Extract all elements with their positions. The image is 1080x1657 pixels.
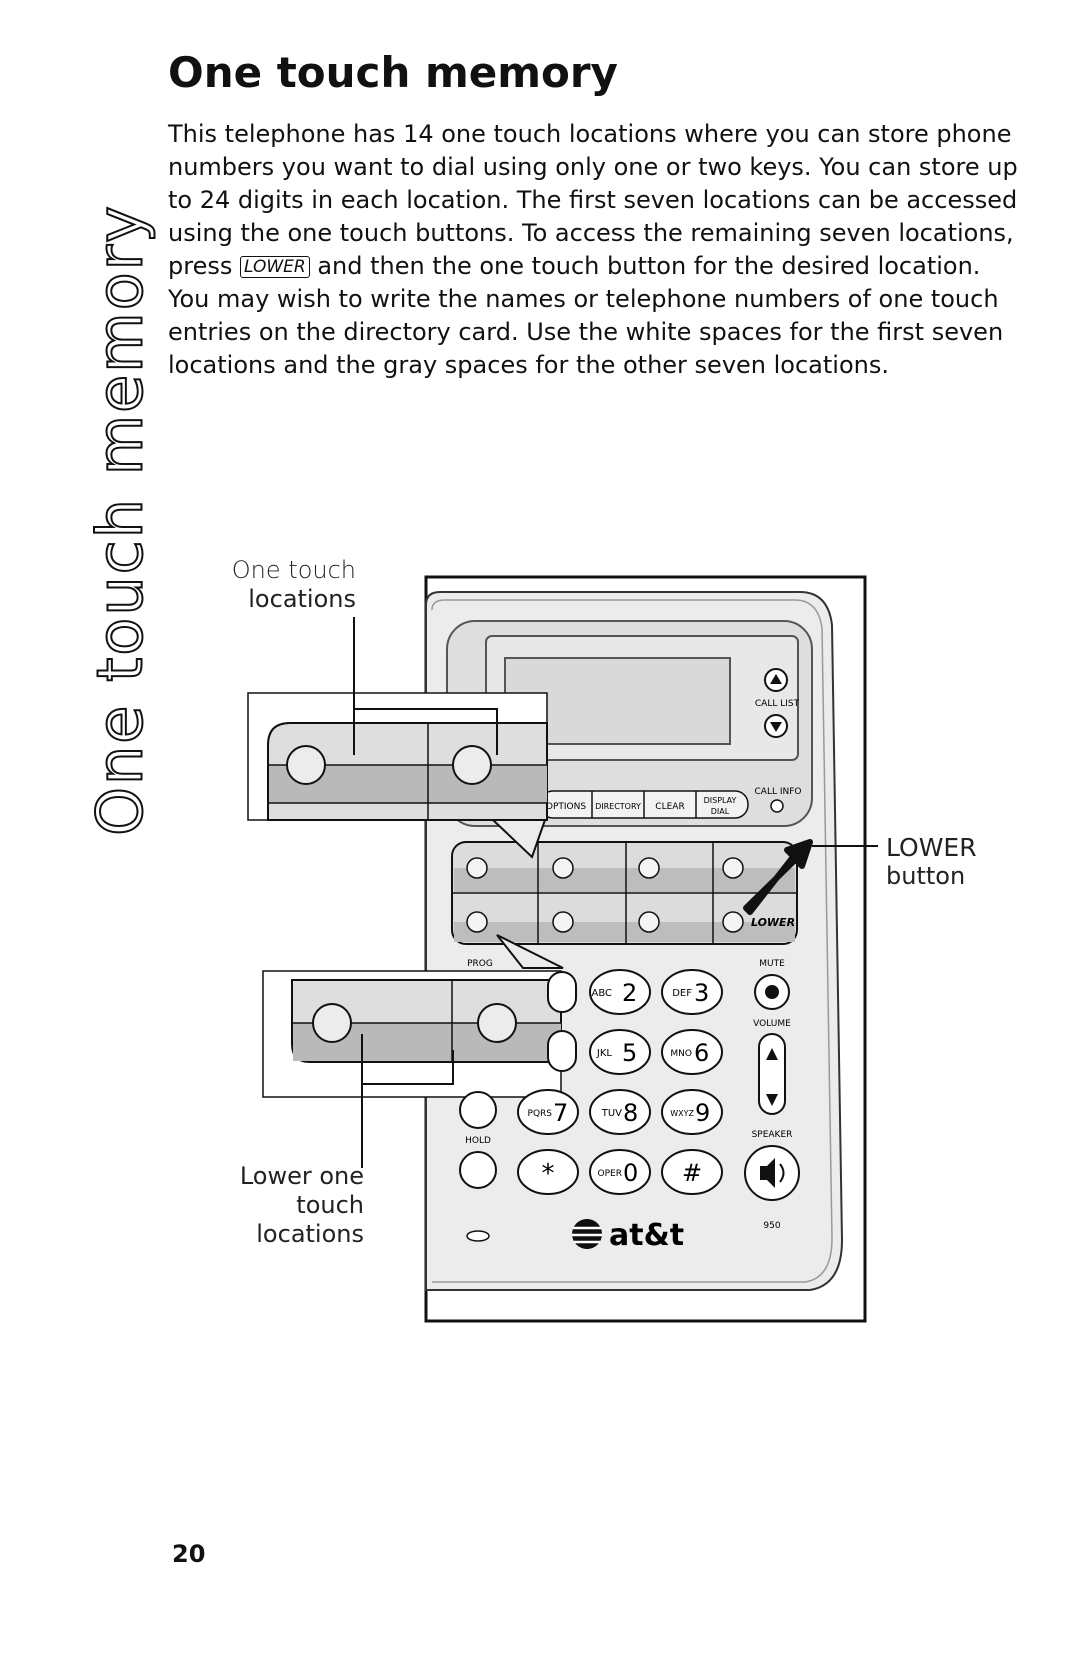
page-title: One touch memory: [168, 48, 618, 97]
speaker-label: SPEAKER: [752, 1130, 793, 1140]
dial-key-star[interactable]: [517, 1149, 579, 1195]
one-touch-callout-line2: locations: [248, 585, 356, 613]
in-use-indicator: [466, 1230, 490, 1242]
dial-key-letters: PQRS: [528, 1109, 553, 1119]
dial-key-3[interactable]: [661, 969, 723, 1015]
one-touch-gray-strip-lower: [454, 922, 795, 942]
lower-pointer-arrow-icon: [743, 839, 813, 915]
clear-button[interactable]: CLEAR: [655, 802, 684, 812]
dial-key-digit: 9: [695, 1099, 710, 1127]
dial-key-6[interactable]: [661, 1029, 723, 1075]
speaker-icon: [760, 1158, 785, 1188]
lower-one-touch-bracket: [361, 1034, 454, 1085]
dial-key-digit: 8: [623, 1099, 638, 1127]
one-touch-button[interactable]: [552, 911, 574, 933]
lower-key-inline: LOWER: [240, 256, 310, 278]
dial-key-letters: TUV: [601, 1108, 622, 1119]
magnified-lower-one-touch-button: [312, 1003, 352, 1043]
mute-icon: [765, 985, 779, 999]
phone-body-bevel: [431, 599, 833, 1283]
one-touch-button[interactable]: [552, 857, 574, 879]
paragraph-1-after: and then the one touch button for the de…: [317, 252, 981, 280]
dial-key-1-partial[interactable]: [547, 971, 577, 1013]
hold-button[interactable]: [459, 1151, 497, 1189]
volume-label: VOLUME: [753, 1019, 791, 1029]
hold-label: HOLD: [465, 1136, 491, 1146]
dial-key-letters: WXYZ: [670, 1109, 694, 1118]
dial-key-digit: 2: [622, 979, 637, 1007]
one-touch-callout-line1: One touch: [232, 556, 356, 584]
lower-one-touch-callout-line2: touch: [296, 1191, 364, 1219]
call-info-label: CALL INFO: [755, 787, 802, 797]
display-dial-button-line2: DIAL: [711, 807, 730, 816]
lower-callout-line2: button: [886, 862, 965, 890]
call-list-label: CALL LIST: [755, 699, 800, 709]
dial-key-digit: 0: [623, 1159, 638, 1187]
one-touch-bracket: [353, 708, 498, 755]
paragraph-2: You may wish to write the names or telep…: [168, 285, 1004, 379]
volume-up-icon: [766, 1048, 778, 1060]
volume-rocker[interactable]: [758, 1033, 786, 1115]
options-button[interactable]: OPTIONS: [546, 802, 586, 812]
page-number: 20: [172, 1540, 206, 1568]
down-arrow-icon: [770, 722, 782, 732]
lower-one-touch-callout-line3: locations: [256, 1220, 364, 1248]
dial-key-letters: JKL: [596, 1048, 613, 1059]
unlabeled-round-button[interactable]: [459, 1091, 497, 1129]
dial-key-digit: 3: [694, 979, 709, 1007]
dial-key-0[interactable]: [589, 1149, 651, 1195]
one-touch-button[interactable]: [466, 857, 488, 879]
att-logo-icon: [572, 1219, 602, 1249]
one-touch-gray-strip-upper: [454, 868, 795, 892]
brand-name: at&t: [609, 1218, 684, 1253]
dialpad: ABC 2 DEF 3 JKL 5 MNO 6 PQRS 7 TUV 8 WXY…: [517, 969, 723, 1195]
dial-key-digit: #: [682, 1159, 702, 1187]
lower-button-label: LOWER: [751, 916, 795, 929]
lower-one-touch-callout-line1: Lower one: [240, 1162, 364, 1190]
body-text: This telephone has 14 one touch location…: [168, 118, 1048, 382]
directory-button[interactable]: DIRECTORY: [595, 802, 641, 811]
display-dial-button[interactable]: DISPLAY: [704, 796, 737, 805]
mute-label: MUTE: [759, 959, 785, 969]
dial-key-letters: ABC: [591, 988, 612, 999]
call-info-indicator: [770, 799, 784, 813]
magnified-one-touch-button: [452, 745, 492, 785]
one-touch-button[interactable]: [466, 911, 488, 933]
dial-key-digit: 7: [553, 1099, 568, 1127]
paragraph-1-before: This telephone has 14 one touch location…: [168, 120, 1018, 280]
dial-key-4-partial[interactable]: [547, 1030, 577, 1072]
lower-button[interactable]: [722, 911, 744, 933]
magnified-lower-one-touch-button: [477, 1003, 517, 1043]
dial-key-letters: DEF: [672, 988, 692, 999]
one-touch-button[interactable]: [722, 857, 744, 879]
one-touch-button[interactable]: [638, 911, 660, 933]
up-arrow-icon: [770, 674, 782, 684]
model-number: 950: [763, 1221, 780, 1231]
dial-key-pound[interactable]: [661, 1149, 723, 1195]
prog-label: PROG: [467, 959, 493, 969]
dial-key-digit: 6: [694, 1039, 709, 1067]
magnified-one-touch-button: [286, 745, 326, 785]
lower-callout-pointer: [496, 934, 564, 969]
one-touch-button[interactable]: [638, 857, 660, 879]
dial-key-2[interactable]: [589, 969, 651, 1015]
dial-key-letters: MNO: [670, 1049, 692, 1059]
dial-key-digit: *: [542, 1159, 555, 1189]
dial-key-9[interactable]: [661, 1089, 723, 1135]
dial-key-digit: 5: [622, 1039, 637, 1067]
lower-callout-line1: LOWER: [886, 833, 977, 862]
dial-key-7[interactable]: [517, 1089, 579, 1135]
one-touch-buttons: [466, 857, 744, 933]
volume-down-icon: [766, 1094, 778, 1106]
paragraph-1: This telephone has 14 one touch location…: [168, 118, 1048, 283]
dial-key-8[interactable]: [589, 1089, 651, 1135]
dial-key-letters: OPER: [598, 1169, 622, 1179]
dial-key-5[interactable]: [589, 1029, 651, 1075]
